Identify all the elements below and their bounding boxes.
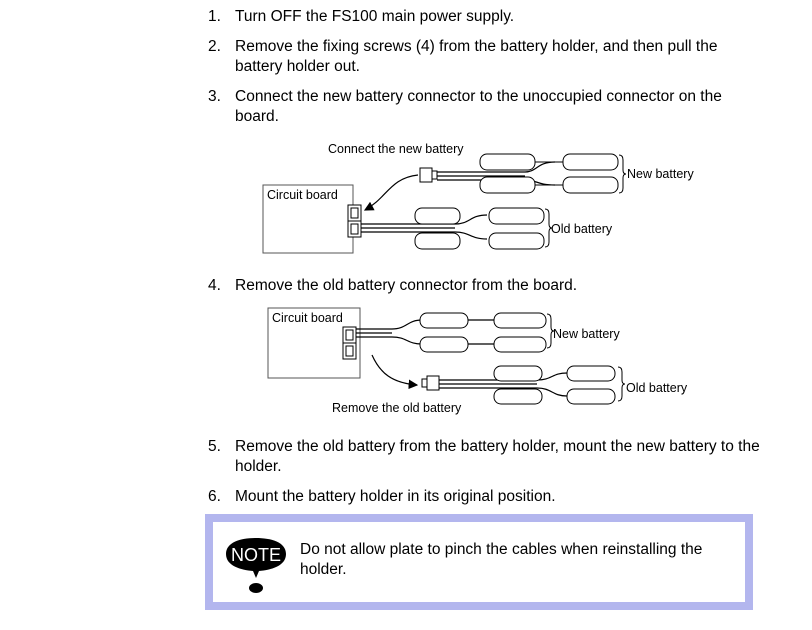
old-plug [421, 378, 428, 388]
note-text: Do not allow plate to pinch the cables w… [300, 541, 703, 578]
note-badge-label: NOTE [231, 545, 281, 565]
step-text: Connect the new battery connector to the… [235, 88, 722, 125]
step-text: Remove the old battery from the battery … [235, 438, 760, 475]
circuit-board [267, 307, 361, 379]
new-battery-brace [546, 313, 555, 349]
step-text: Mount the battery holder in its original… [235, 488, 556, 505]
board-connector [347, 204, 362, 238]
old-battery-cells [414, 207, 545, 250]
new-battery-cells [479, 153, 619, 194]
figure-caption: Remove the old battery [332, 401, 462, 415]
step-number: 5. [208, 438, 221, 455]
step-number: 2. [208, 38, 221, 55]
step-number: 1. [208, 8, 221, 25]
figure-caption: Connect the new battery [328, 142, 464, 156]
remove-arrow [371, 354, 419, 390]
new-battery-label: New battery [627, 167, 694, 181]
step-text: Remove the old battery connector from th… [235, 277, 578, 294]
step-text: Remove the fixing screws (4) from the ba… [235, 38, 718, 75]
board-connector [342, 326, 357, 360]
insert-arrow [363, 174, 419, 211]
note-box: NOTE Do not allow plate to pinch the cab… [205, 514, 753, 610]
figure-connect-new-battery: Connect the new battery Circuit board Ne… [262, 142, 694, 254]
note-icon: NOTE [226, 538, 286, 593]
circuit-board-label: Circuit board [267, 188, 338, 202]
circuit-board-label: Circuit board [272, 311, 343, 325]
new-plug [419, 167, 433, 183]
old-battery-label: Old battery [551, 222, 613, 236]
step-number: 6. [208, 488, 221, 505]
figure-remove-old-battery: Circuit board New battery [267, 307, 688, 415]
old-battery-cells [493, 365, 616, 405]
new-battery-cable [356, 319, 494, 345]
old-battery-label: Old battery [626, 381, 688, 395]
step-number: 3. [208, 88, 221, 105]
old-battery-brace [617, 366, 626, 402]
new-battery-cells [419, 312, 547, 353]
step-text: Turn OFF the FS100 main power supply. [235, 8, 515, 25]
new-battery-label: New battery [553, 327, 620, 341]
step-number: 4. [208, 277, 221, 294]
new-battery-brace [618, 154, 627, 194]
old-battery-brace [544, 208, 553, 248]
